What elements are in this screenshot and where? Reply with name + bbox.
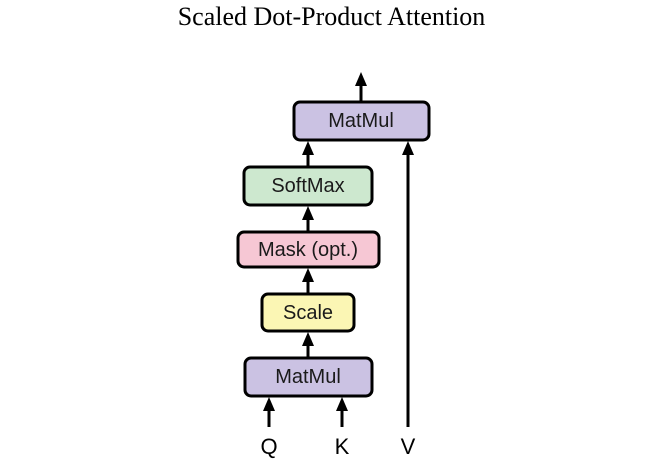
softmax-to-matmul-arrowhead	[302, 141, 314, 155]
softmax-block: SoftMax	[242, 165, 374, 207]
matmul-to-scale-arrowhead	[302, 332, 314, 346]
output-arrowhead	[355, 72, 367, 86]
matmul-top-label: MatMul	[328, 110, 394, 132]
k-input-arrowhead	[336, 397, 348, 411]
q-input-arrowhead	[263, 397, 275, 411]
softmax-label: SoftMax	[271, 175, 344, 197]
matmul-top-block: MatMul	[292, 100, 431, 142]
scale-to-mask-arrowhead	[302, 268, 314, 282]
softmax-box	[242, 165, 374, 207]
mask-label: Mask (opt.)	[258, 239, 358, 261]
mask-block: Mask (opt.)	[236, 230, 381, 269]
k-label: K	[335, 434, 350, 459]
diagram-title: Scaled Dot-Product Attention	[177, 2, 486, 31]
scale-label: Scale	[283, 302, 333, 324]
matmul-bottom-label: MatMul	[275, 366, 341, 388]
matmul-top-box	[292, 100, 431, 142]
v-input-arrowhead	[402, 141, 414, 155]
matmul-bottom-box	[243, 356, 374, 398]
matmul-bottom-block: MatMul	[243, 356, 374, 398]
q-label: Q	[260, 434, 277, 459]
mask-to-softmax-arrowhead	[302, 206, 314, 220]
mask-box	[236, 230, 381, 269]
v-label: V	[401, 434, 416, 459]
scale-block: Scale	[260, 292, 356, 333]
scale-box	[260, 292, 356, 333]
